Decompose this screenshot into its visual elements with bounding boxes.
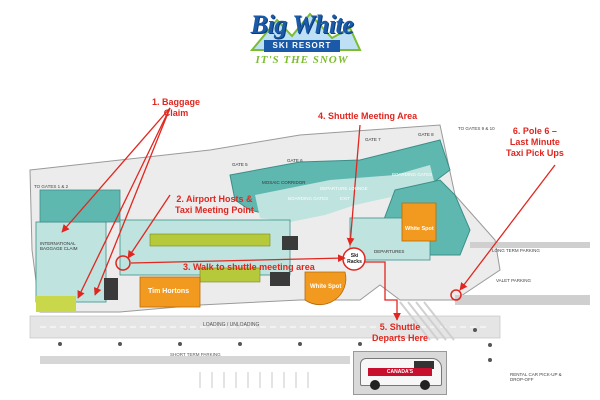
- central-hall: [119, 219, 291, 276]
- label-to-gates-1-2: TO GATES 1 & 2: [34, 184, 69, 189]
- arrow-departs: [365, 261, 401, 321]
- callout-shuttle-departs: 5. Shuttle Departs Here: [372, 322, 429, 343]
- arrow-baggage-3: [93, 107, 171, 296]
- arrow-baggage-2: [77, 107, 171, 299]
- label-gate-5: GATE 5: [232, 162, 248, 167]
- label-gate-7: GATE 7: [365, 137, 381, 142]
- label-departure-lounge: DEPARTURE LOUNGE: [320, 186, 368, 191]
- left-terminal-block: [39, 189, 121, 223]
- arrow-baggage-1: [61, 107, 171, 233]
- retail-strip-lower: [199, 267, 261, 283]
- label-gate-8: GATE 8: [418, 132, 434, 137]
- label-to-gates-9-10: TO GATES 9 & 10: [458, 126, 495, 131]
- label-ski-racks: Ski Racks: [347, 253, 362, 265]
- label-international-baggage: INTERNATIONAL BAGGAGE CLAIM: [40, 241, 78, 251]
- retail-strip: [149, 233, 271, 247]
- pole-6-marker: [450, 289, 462, 301]
- label-exit: EXIT: [340, 196, 351, 201]
- arrow-walk: [130, 254, 346, 264]
- crosswalk: [399, 301, 455, 341]
- airport-hosts-marker: [115, 255, 131, 271]
- van-wheel-rear: [420, 380, 430, 390]
- label-short-term-parking: SHORT TERM PARKING: [170, 352, 221, 357]
- label-gate-6: GATE 6: [287, 158, 303, 163]
- label-boarding-gates-right: BOARDING GATES: [392, 172, 433, 177]
- green-pad-left: [36, 296, 76, 312]
- label-loading-unloading: LOADING / UNLOADING: [203, 322, 260, 328]
- white-spot-left-block: [304, 271, 347, 306]
- label-white-spot-right: White Spot: [405, 226, 434, 232]
- label-tim-hortons: Tim Hortons: [148, 288, 190, 295]
- logo-tagline: IT'S THE SNOW: [255, 54, 349, 66]
- shuttle-van-photo: CANADA'S: [353, 351, 447, 395]
- callout-walk-to-shuttle: 3. Walk to shuttle meeting area: [183, 262, 315, 272]
- label-rental-car: RENTAL CAR PICK-UP & DROP-OFF: [510, 372, 562, 382]
- callout-pole-6: 6. Pole 6 – Last Minute Taxi Pick Ups: [506, 126, 564, 158]
- label-departures: DEPARTURES: [374, 249, 405, 254]
- arrow-pole6: [459, 164, 556, 291]
- label-valet-parking: VALET PARKING: [496, 278, 532, 283]
- service-block-2: [270, 272, 290, 286]
- logo-brand-text: Big White: [250, 10, 354, 39]
- callout-arrows: [61, 107, 556, 321]
- label-white-spot-left: White Spot: [310, 284, 342, 290]
- service-block-1: [104, 278, 118, 300]
- label-long-term-parking: LONG TERM PARKING: [492, 248, 540, 253]
- service-block-3: [282, 236, 298, 250]
- callout-baggage-claim: 1. Baggage Claim: [152, 97, 201, 118]
- arrow-meeting: [346, 124, 361, 246]
- arrow-hosts: [127, 194, 171, 259]
- big-white-logo: Big White SKI RESORT IT'S THE SNOW: [232, 8, 372, 68]
- label-boarding-gates-left: BOARDING GATES: [288, 196, 329, 201]
- van-window: [414, 361, 434, 369]
- concourse-light: [255, 165, 435, 222]
- callout-airport-hosts: 2. Airport Hosts & Taxi Meeting Point: [175, 194, 254, 215]
- van-livery: CANADA'S: [368, 368, 432, 376]
- parking-stalls: [199, 372, 309, 388]
- tim-hortons-block: [139, 276, 201, 308]
- logo-subtitle: SKI RESORT: [264, 40, 340, 52]
- callout-shuttle-meeting-area: 4. Shuttle Meeting Area: [318, 111, 418, 121]
- white-spot-right-block: [401, 202, 437, 242]
- label-mosaic-corridor: MOSAIC CORRIDOR: [262, 180, 306, 185]
- van-wheel-front: [370, 380, 380, 390]
- curb-poles: [58, 328, 492, 362]
